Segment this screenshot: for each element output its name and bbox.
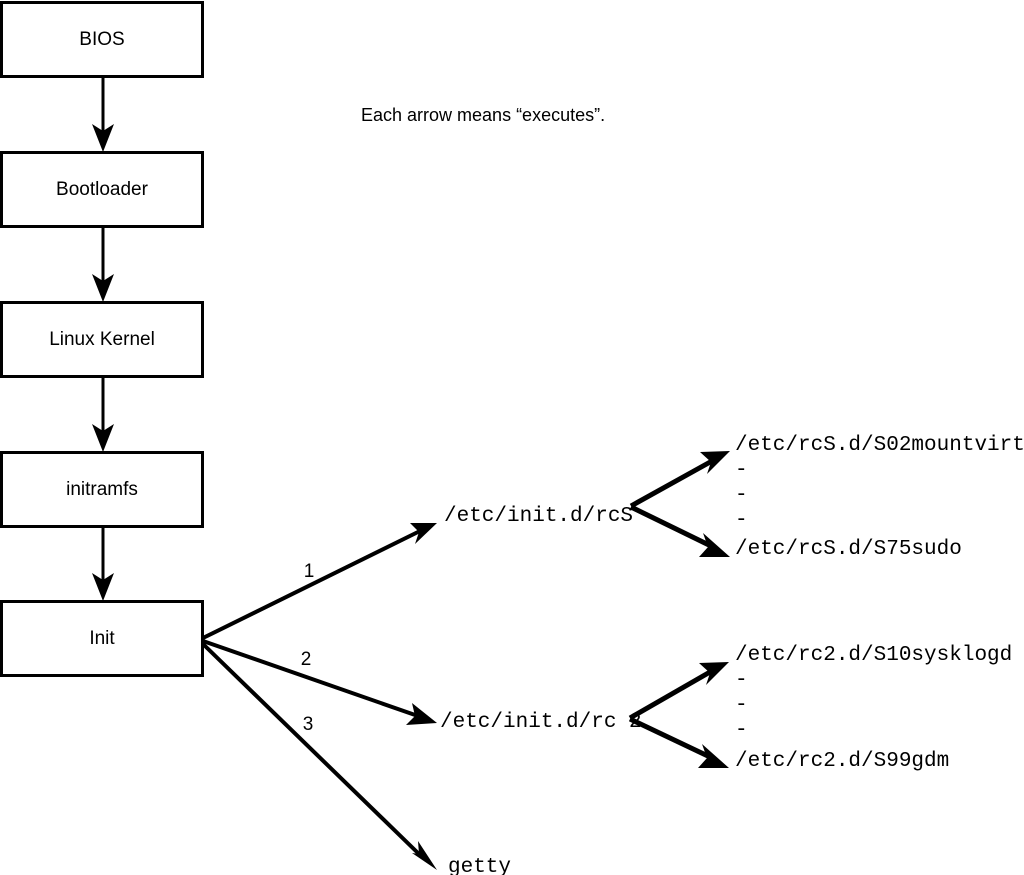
rc2-script-branch-group: /etc/rc2.d/S10sysklogd - - - /etc/rc2.d/… [628,644,1012,773]
vertical-flow-arrows-group [92,76,114,601]
arrow-rc2-to-first-script [628,662,729,721]
box-outline-init [0,600,204,677]
box-label-bios: BIOS [79,29,124,50]
arrowhead-icon [92,124,114,152]
label-getty[interactable]: getty [448,856,511,875]
rc2-ellipsis-dash-3: - [735,719,748,742]
rcs-ellipsis-dash-2: - [735,484,748,507]
label-rc2-first-script[interactable]: /etc/rc2.d/S10sysklogd [735,644,1012,667]
boot-chain-group: BIOS Bootloader Linux Kernel initramfs I… [0,1,204,677]
boot-stage-box-bios[interactable]: BIOS [0,1,204,78]
arrow-bootloader-to-kernel [92,227,114,302]
boot-stage-box-bootloader[interactable]: Bootloader [0,151,204,228]
arrow-rcs-to-last-script [629,504,730,557]
label-rc2-last-script[interactable]: /etc/rc2.d/S99gdm [735,750,949,773]
box-outline-linux-kernel [0,301,204,378]
box-label-init: Init [89,628,115,649]
rcs-ellipsis-dash-3: - [735,509,748,532]
arrow-kernel-to-initramfs [92,377,114,452]
arrow-initramfs-to-init [92,527,114,601]
label-rcs-last-script[interactable]: /etc/rcS.d/S75sudo [735,538,962,561]
arrowhead-icon [699,662,729,685]
label-rcs-first-script[interactable]: /etc/rcS.d/S02mountvirtfs [735,434,1024,457]
box-label-initramfs: initramfs [66,479,138,500]
arrow-rc2-to-last-script [628,716,729,768]
arrowhead-icon [699,533,730,557]
branch-number-3: 3 [303,714,314,735]
arrowhead-icon [406,703,437,725]
branch-number-labels-group: 1 2 3 [301,561,315,735]
arrow-init-to-getty [201,642,437,870]
arrow-rcs-to-first-script [629,451,730,509]
arrowhead-icon [412,841,437,870]
label-init-d-rc2[interactable]: /etc/init.d/rc 2 [440,711,642,734]
box-outline-bios [0,1,204,78]
branch-number-2: 2 [301,649,312,670]
box-outline-initramfs [0,451,204,528]
branch-number-1: 1 [304,561,315,582]
box-outline-bootloader [0,151,204,228]
label-init-d-rcs[interactable]: /etc/init.d/rcS [444,505,633,528]
box-label-linux-kernel: Linux Kernel [49,329,155,350]
arrowhead-icon [698,744,729,768]
arrowhead-icon [92,274,114,302]
rcs-script-branch-group: /etc/rcS.d/S02mountvirtfs - - - /etc/rcS… [629,434,1024,561]
arrowhead-icon [92,424,114,452]
arrowhead-icon [92,573,114,601]
arrow-init-to-rc2 [202,639,437,725]
rcs-ellipsis-dash-1: - [735,459,748,482]
arrow-init-to-rcs [202,523,437,640]
boot-stage-box-init[interactable]: Init [0,600,204,677]
arrowhead-icon [410,523,437,544]
boot-stage-box-linux-kernel[interactable]: Linux Kernel [0,301,204,378]
arrow-bios-to-bootloader [92,76,114,152]
arrowhead-icon [700,451,730,474]
box-label-bootloader: Bootloader [56,179,149,200]
init-fanout-group [201,523,437,870]
boot-stage-box-initramfs[interactable]: initramfs [0,451,204,528]
rc2-ellipsis-dash-1: - [735,669,748,692]
legend-note: Each arrow means “executes”. [361,105,605,125]
branch-target-labels-group: /etc/init.d/rcS /etc/init.d/rc 2 getty [440,505,642,875]
rc2-ellipsis-dash-2: - [735,694,748,717]
